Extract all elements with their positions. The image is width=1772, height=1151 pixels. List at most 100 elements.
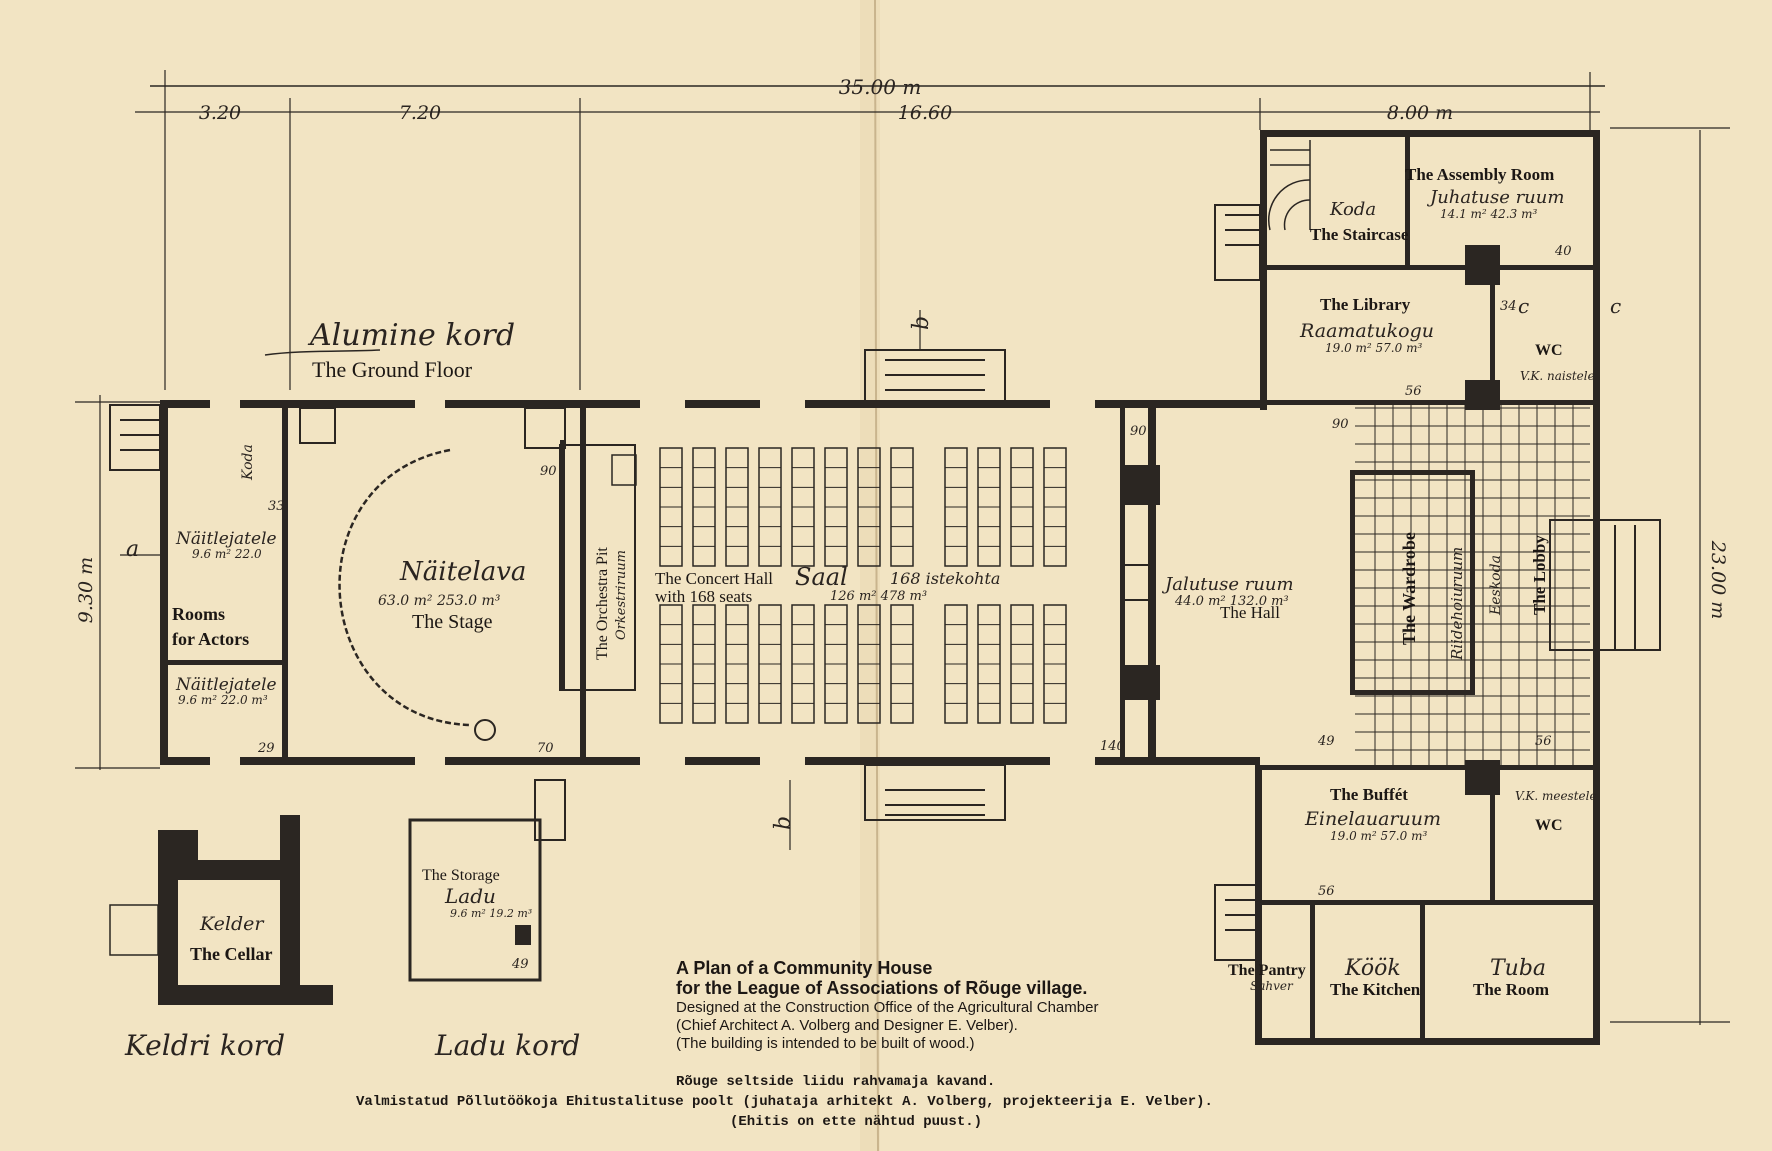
dim-seg4: 8.00 m xyxy=(1387,102,1453,124)
cellar-label-et: Kelder xyxy=(199,913,265,935)
num-90-b: 90 xyxy=(1130,424,1147,439)
library-label-en: The Library xyxy=(1320,295,1411,314)
caption-et-3: (Ehitis on ette nähtud puust.) xyxy=(730,1114,982,1130)
orchestra-label-et: Orkestriruum xyxy=(614,550,629,640)
caption-title-1: A Plan of a Community House xyxy=(676,958,932,978)
concert-seats-et: 168 istekohta xyxy=(890,569,1000,588)
actors2-area: 9.6 m² 22.0 m³ xyxy=(178,693,268,707)
storage-label-en: The Storage xyxy=(422,867,500,884)
section-b-top-label: b xyxy=(909,316,934,330)
porches xyxy=(109,349,1006,821)
buffet-label-en: The Buffét xyxy=(1330,785,1408,804)
actors1-area: 9.6 m² 22.0 xyxy=(192,547,262,561)
assembly-label-et: Juhatuse ruum xyxy=(1426,187,1564,208)
caption-et-2: Valmistatud Põllutöökoja Ehitustalituse … xyxy=(356,1094,1213,1110)
wc2-label-et: V.K. meestele xyxy=(1515,789,1597,803)
dimension-lines xyxy=(75,70,1730,1025)
wc1-label-et: V.K. naistele xyxy=(1520,369,1595,383)
num-70: 70 xyxy=(537,741,554,756)
num-29: 29 xyxy=(257,741,275,756)
orchestra-pit-outline xyxy=(559,444,636,691)
buffet-area: 19.0 m² 57.0 m³ xyxy=(1330,829,1427,843)
pantry-label-en: The Pantry xyxy=(1228,962,1306,979)
ground-floor-heading-en: The Ground Floor xyxy=(312,357,473,382)
kodo-small-label: Koda xyxy=(240,444,256,481)
fold-crease xyxy=(874,0,879,1151)
concert-area: 126 m² 478 m³ xyxy=(830,589,927,604)
wc2-label: WC xyxy=(1535,817,1563,834)
num-49-b: 49 xyxy=(511,957,529,972)
stage-label-et: Näitelava xyxy=(399,557,526,587)
lobby-label-en: The Lobby xyxy=(1530,535,1549,615)
section-b-bottom-label: b xyxy=(771,816,796,830)
buffet-label-et: Einelauaruum xyxy=(1304,808,1441,830)
actors-label-en-2: for Actors xyxy=(172,629,249,649)
num-49-a: 49 xyxy=(1317,734,1335,749)
concert-label-et: Saal xyxy=(795,563,848,591)
section-c1-label: c xyxy=(1518,294,1529,318)
hall-label-et: Jalutuse ruum xyxy=(1161,574,1294,595)
storage-area: 9.6 m² 19.2 m³ xyxy=(450,907,532,920)
actors2-label-et: Näitlejatele xyxy=(175,675,277,695)
wc1-label: WC xyxy=(1535,342,1563,359)
wardrobe-label-et: Riidehoiuruum xyxy=(1448,547,1466,661)
cellar-floor-et: Keldri kord xyxy=(124,1029,285,1062)
assembly-label-en: The Assembly Room xyxy=(1405,165,1554,184)
num-56-a: 56 xyxy=(1405,384,1422,399)
pantry-label-et: Sahver xyxy=(1250,979,1294,993)
hall-area: 44.0 m² 132.0 m³ xyxy=(1174,594,1289,609)
stage-label-en: The Stage xyxy=(412,611,493,633)
concert-label-en-2: with 168 seats xyxy=(655,587,752,606)
east-wing-walls xyxy=(1255,130,1600,1045)
num-34: 34 xyxy=(1500,299,1517,314)
dim-height-right: 23.00 m xyxy=(1707,540,1729,619)
lobby-label-et: Eeskoda xyxy=(1488,555,1504,616)
ground-floor-heading-et: Alumine kord xyxy=(307,318,515,353)
concert-hall-seating xyxy=(659,447,1067,724)
num-33: 33 xyxy=(268,499,285,514)
prompter-box xyxy=(474,719,496,741)
assembly-area: 14.1 m² 42.3 m³ xyxy=(1440,207,1537,221)
staircase xyxy=(1267,140,1311,231)
hall-label-en: The Hall xyxy=(1220,603,1280,622)
cellar-label-en: The Cellar xyxy=(190,944,273,964)
stage-edge xyxy=(338,448,471,727)
room-label-en: The Room xyxy=(1473,980,1549,999)
caption-title-2: for the League of Associations of Rõuge … xyxy=(676,978,1087,998)
dim-height-left: 9.30 m xyxy=(75,557,97,623)
num-56-b: 56 xyxy=(1535,734,1552,749)
cellar-plan xyxy=(109,815,333,1005)
caption-line-5: (The building is intended to be built of… xyxy=(676,1035,975,1052)
num-40: 40 xyxy=(1554,244,1572,259)
caption-line-3: Designed at the Construction Office of t… xyxy=(676,999,1098,1016)
num-56-c: 56 xyxy=(1318,884,1335,899)
staircase-label-et: Koda xyxy=(1329,199,1376,220)
stage-area: 63.0 m² 253.0 m³ xyxy=(378,593,501,609)
concert-label-en-1: The Concert Hall xyxy=(655,569,773,588)
num-90-a: 90 xyxy=(540,464,557,479)
actors1-label-et: Näitlejatele xyxy=(175,529,277,549)
section-c2-label: c xyxy=(1610,294,1621,318)
caption-line-4: (Chief Architect A. Volberg and Designer… xyxy=(676,1017,1018,1034)
library-area: 19.0 m² 57.0 m³ xyxy=(1325,341,1422,355)
num-90-c: 90 xyxy=(1332,417,1349,432)
orchestra-stair xyxy=(611,454,637,486)
kitchen-label-en: The Kitchen xyxy=(1330,980,1421,999)
section-a-label: a xyxy=(126,537,139,562)
east-porches xyxy=(1214,204,1661,961)
lobby-floor-grid xyxy=(1355,405,1590,765)
staircase-label-en: The Staircase xyxy=(1310,225,1409,244)
storage-label-et: Ladu xyxy=(444,884,496,908)
kitchen-label-et: Köök xyxy=(1344,956,1401,981)
dim-total: 35.00 m xyxy=(839,75,922,99)
dim-seg2: 7.20 xyxy=(399,102,441,124)
actors-label-en-1: Rooms xyxy=(172,604,225,624)
library-label-et: Raamatukogu xyxy=(1299,320,1434,342)
hall-radiator xyxy=(1121,564,1153,601)
room-label-et: Tuba xyxy=(1490,956,1546,981)
storage-floor-et: Ladu kord xyxy=(434,1029,580,1062)
wardrobe-label-en: The Wardrobe xyxy=(1399,532,1419,645)
heading-underline xyxy=(264,349,381,356)
